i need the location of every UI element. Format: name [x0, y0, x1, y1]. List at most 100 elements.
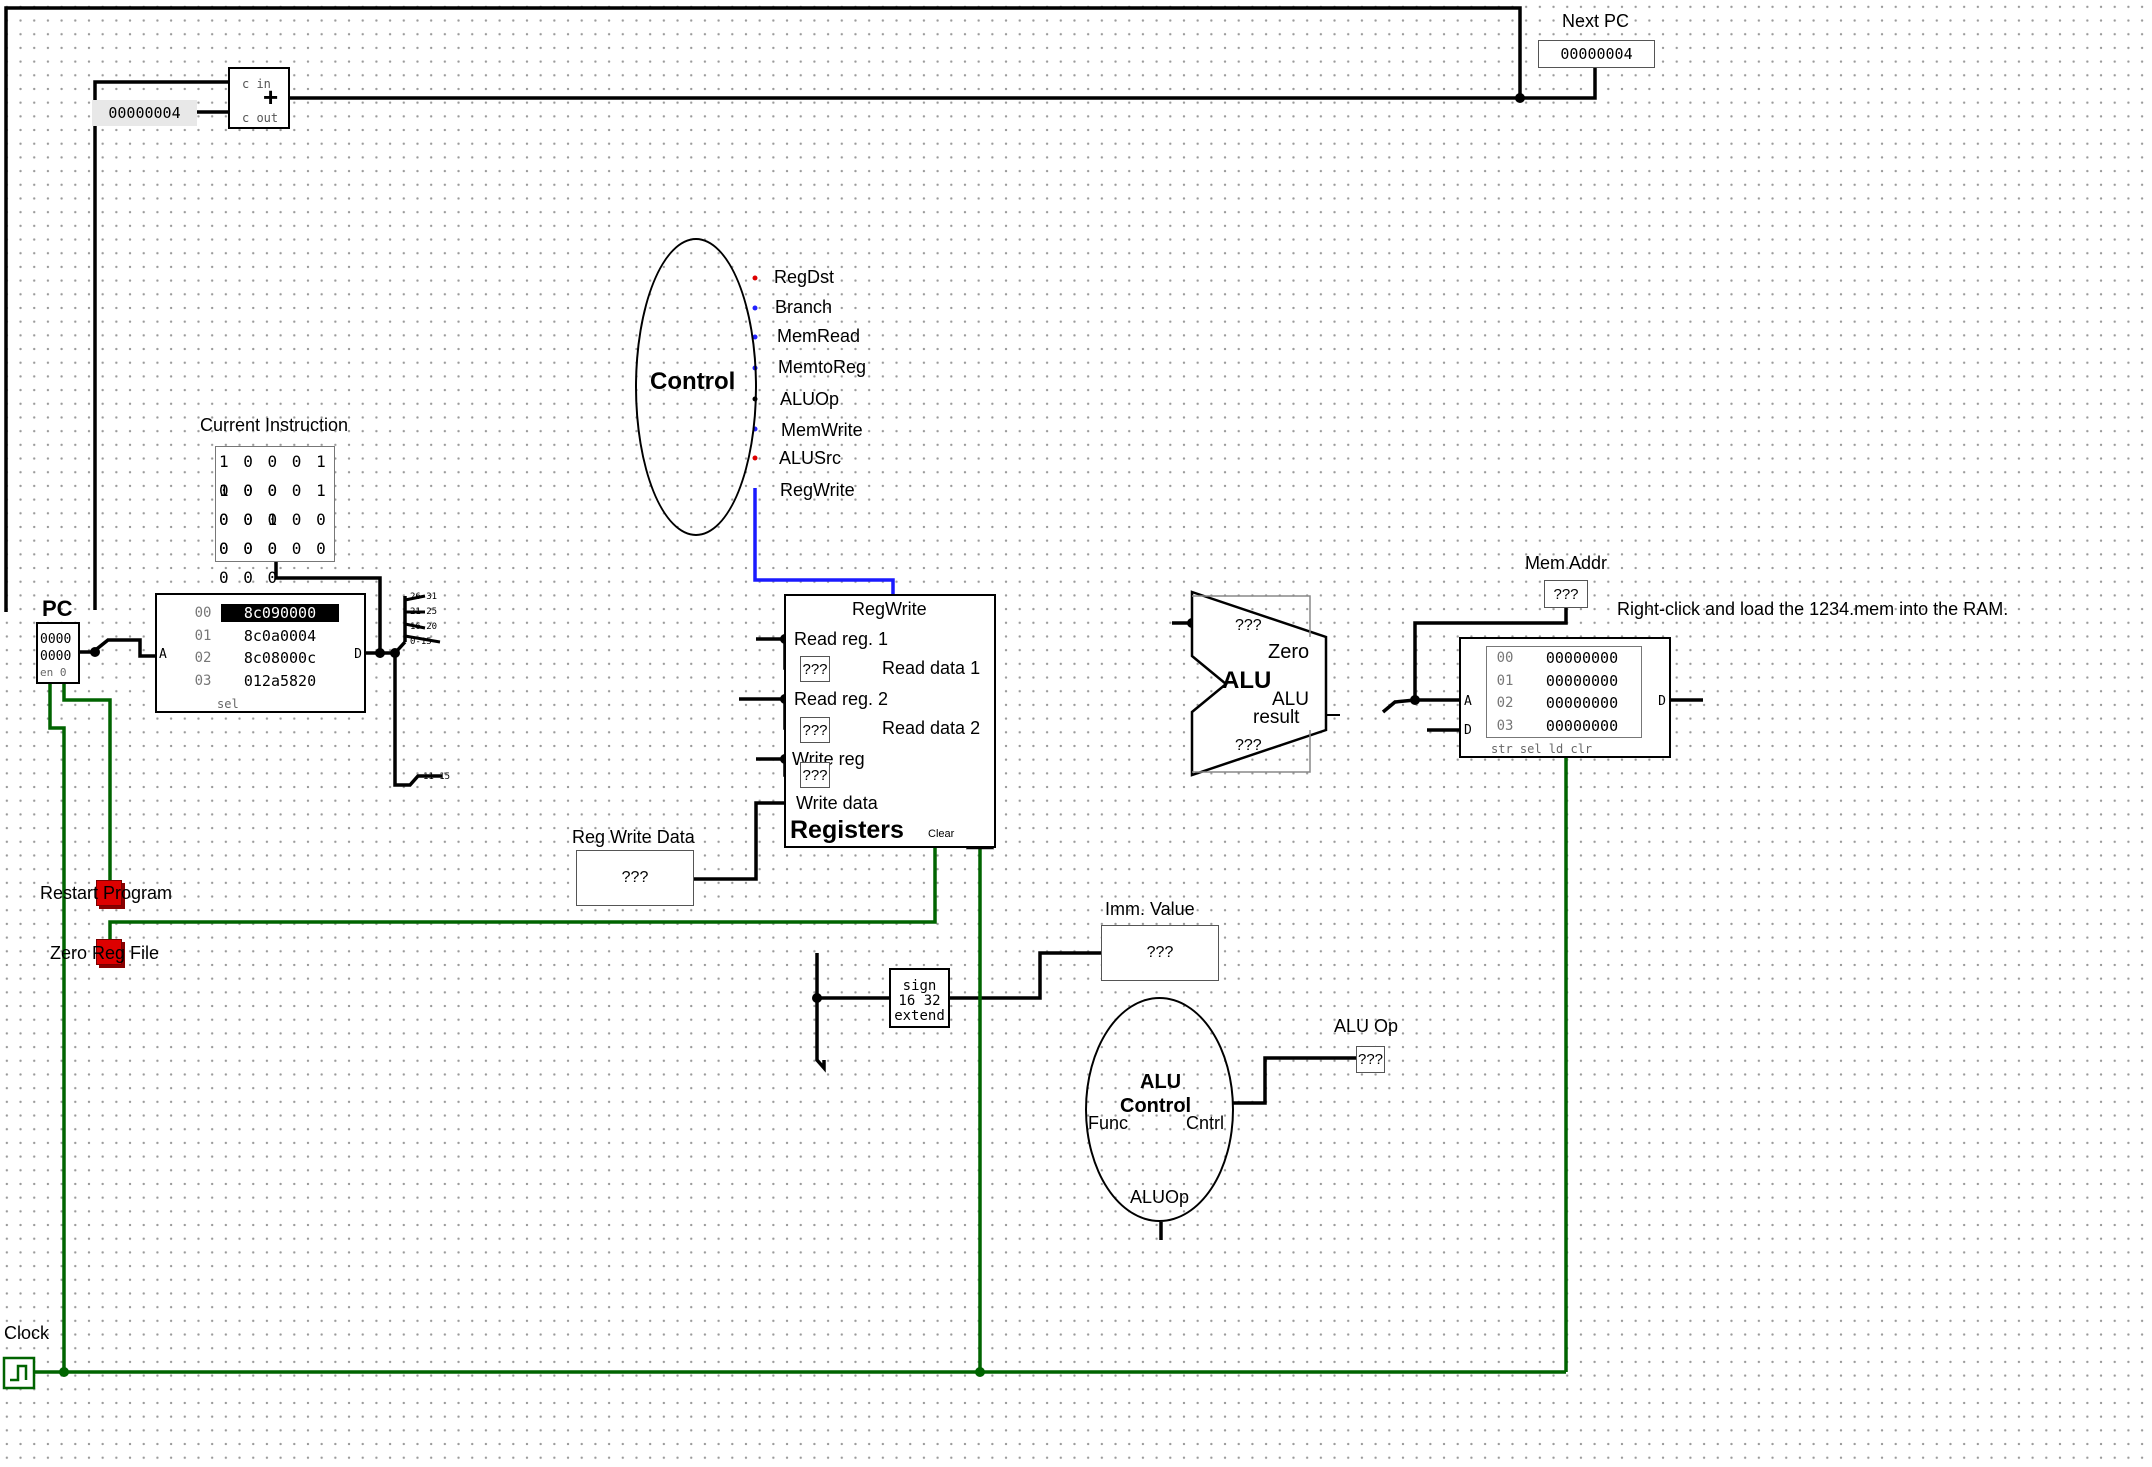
pc-register[interactable]: 0000 0000 en 0 [36, 622, 80, 684]
reg-write-data-label: Reg Write Data [572, 827, 695, 847]
splitter-label: 11-15 [423, 772, 451, 782]
dm-bottom-pins: str sel ld clr [1491, 742, 1593, 756]
current-instruction-display: 1 0 0 0 1 1 0 0 0 0 0 0 1 0 0 1 0 0 0 0 … [215, 446, 335, 587]
dm-port-a: A [1464, 694, 1472, 709]
im-row: 02 8c08000c [185, 647, 339, 670]
im-addr: 01 [194, 627, 212, 644]
im-addr: 02 [194, 650, 212, 667]
adder-plus-icon: + [263, 82, 279, 112]
sign-extend-unit[interactable]: sign 16 32 extend [889, 968, 950, 1028]
registers-clear-label: Clear [928, 828, 955, 840]
dm-port-d-out: D [1658, 694, 1666, 709]
im-value: 8c090000 [221, 604, 339, 623]
sign-extend-line2: 16 32 [898, 993, 941, 1009]
clock-button[interactable] [4, 1358, 34, 1388]
alu-op-label: ALU Op [1334, 1016, 1399, 1036]
alu-input-b-probe: ??? [1235, 737, 1262, 754]
imm-value-label: Imm. Value [1105, 899, 1195, 919]
mem-addr-label: Mem Addr [1525, 553, 1608, 573]
im-sel-label: sel [217, 697, 239, 711]
control-signal-regdst: RegDst [774, 267, 835, 287]
control-signal-regwrite: RegWrite [780, 480, 855, 500]
adder-c-out-label: c out [242, 111, 279, 125]
pc-label: PC [42, 596, 73, 621]
zero-reg-file-button[interactable] [96, 939, 122, 965]
next-pc-label: Next PC [1562, 11, 1630, 31]
clock-label: Clock [4, 1323, 50, 1343]
splitter-label: 0-15 [410, 637, 432, 647]
instruction-bits-row: 1 0 0 0 1 1 0 0 [219, 452, 329, 500]
alu-zero-label: Zero [1268, 641, 1310, 663]
current-instruction-label: Current Instruction [200, 415, 349, 435]
splitter-label: 21-25 [410, 607, 438, 617]
control-signal-memwrite: MemWrite [781, 420, 863, 440]
alu-control-unit[interactable] [1085, 997, 1234, 1222]
control-signal-memtoreg: MemtoReg [778, 357, 867, 377]
write-reg-probe[interactable]: ??? [800, 762, 830, 788]
control-signal-alusrc: ALUSrc [779, 448, 842, 468]
dm-row: 01 00000000 [1487, 670, 1641, 693]
alu-control-cntrl-label: Cntrl [1186, 1113, 1225, 1133]
dm-addr: 03 [1496, 717, 1514, 734]
alu-input-a-probe: ??? [1235, 617, 1262, 634]
control-unit[interactable] [635, 238, 757, 536]
alu-result-label-2: result [1253, 707, 1300, 728]
im-port-d: D [354, 647, 362, 662]
alu-op-probe[interactable]: ??? [1356, 1046, 1385, 1073]
read-reg-1-probe[interactable]: ??? [800, 656, 830, 682]
dm-addr: 00 [1496, 650, 1514, 667]
restart-program-button[interactable] [96, 880, 122, 906]
constant-four[interactable]: 00000004 [92, 100, 197, 126]
im-port-a: A [159, 647, 167, 662]
sign-extend-line3: extend [894, 1008, 945, 1024]
instruction-bits-row: 0 0 0 0 0 0 0 0 [219, 510, 329, 558]
zero-reg-file-label: Zero Reg File [50, 943, 160, 963]
mem-addr-probe[interactable]: ??? [1544, 580, 1588, 608]
next-pc-probe[interactable]: 00000004 [1538, 40, 1655, 68]
imm-value-probe[interactable]: ??? [1101, 925, 1219, 981]
restart-program-label: Restart Program [40, 883, 173, 903]
splitter-label: 26-31 [410, 592, 438, 602]
dm-port-d-in: D [1464, 723, 1472, 738]
ram-hint-text: Right-click and load the 1234.mem into t… [1617, 599, 2009, 619]
alu-control-func-label: Func [1088, 1113, 1129, 1133]
registers-write-data: Write data [796, 793, 878, 813]
sign-extend-line1: sign [902, 978, 937, 994]
im-value: 8c0a0004 [243, 626, 317, 645]
control-signal-memread: MemRead [777, 326, 861, 346]
registers-read-reg-1: Read reg. 1 [794, 629, 889, 649]
control-signal-branch: Branch [775, 297, 833, 317]
alu-title: ALU [1222, 667, 1272, 694]
im-addr: 00 [194, 605, 212, 622]
pc-adder[interactable]: c in + c out [228, 67, 290, 129]
reg-write-data-probe[interactable]: ??? [576, 850, 694, 906]
pc-value-low: 0000 [40, 649, 72, 664]
alu-control-aluop-label: ALUOp [1130, 1187, 1190, 1207]
im-value: 012a5820 [243, 671, 317, 690]
pc-value-high: 0000 [40, 632, 72, 647]
alu-control-title-2: Control [1120, 1095, 1192, 1117]
registers-regwrite-label: RegWrite [852, 599, 927, 619]
read-reg-2-probe[interactable]: ??? [800, 717, 830, 743]
im-row: 01 8c0a0004 [185, 625, 339, 648]
dm-value: 00000000 [1545, 671, 1619, 690]
dm-addr: 01 [1496, 672, 1514, 689]
alu-result-label-1: ALU [1272, 689, 1309, 710]
adder-c-in-label: c in [242, 77, 271, 91]
pc-enable-label: en 0 [40, 666, 67, 679]
registers-read-data-1: Read data 1 [882, 658, 981, 678]
instruction-bits-row: 0 0 0 0 1 0 0 1 [219, 481, 329, 529]
dm-addr: 02 [1496, 695, 1514, 712]
instruction-bits-row: 0 0 0 0 0 0 0 0 [219, 539, 329, 587]
registers-title: Registers [790, 816, 904, 844]
im-value: 8c08000c [243, 649, 317, 668]
